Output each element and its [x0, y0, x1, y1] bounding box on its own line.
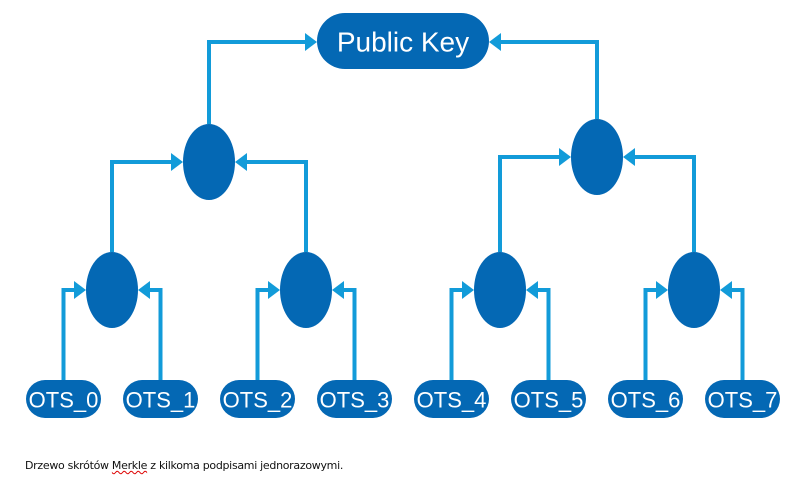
edge-leaf7-arrowhead	[720, 281, 732, 299]
edge-low1-line	[247, 160, 308, 252]
leaf-label: OTS_4	[417, 388, 487, 413]
edge-leaf0-line	[61, 288, 74, 380]
edge-mid0-root-arrowhead	[305, 33, 317, 51]
edge-leaf4-line	[449, 288, 462, 380]
caption-misspelled-word: Merkle	[111, 459, 148, 472]
caption-text-end: z kilkoma podpisami jednorazowymi.	[147, 459, 344, 472]
edge-leaf3-arrowhead	[332, 281, 344, 299]
edge-leaf5-arrowhead	[526, 281, 538, 299]
edge-leaf4-arrowhead	[462, 281, 474, 299]
leaf-label: OTS_0	[29, 388, 99, 413]
edge-leaf3-line	[344, 288, 357, 380]
hash-node-level2-2	[474, 252, 526, 328]
leaf-node-ots-7	[705, 380, 780, 418]
edge-leaf0-arrowhead	[74, 281, 86, 299]
leaf-node-ots-0	[26, 380, 101, 418]
edge-low0-line	[110, 160, 171, 252]
hash-node-level1-1	[571, 119, 623, 195]
edge-leaf6-line	[643, 288, 656, 380]
leaf-node-ots-2	[220, 380, 295, 418]
edge-leaf2-line	[255, 288, 268, 380]
edge-leaf1-arrowhead	[138, 281, 150, 299]
edge-mid0-root-line	[207, 40, 305, 124]
leaf-node-ots-5	[511, 380, 586, 418]
leaf-node-ots-6	[608, 380, 683, 418]
edge-low0-arrowhead	[171, 153, 183, 171]
edge-leaf7-line	[732, 288, 745, 380]
edge-low1-arrowhead	[235, 153, 247, 171]
leaf-label: OTS_6	[611, 388, 681, 413]
root-label: Public Key	[337, 27, 469, 58]
edge-low3-arrowhead	[623, 148, 635, 166]
leaf-label: OTS_7	[708, 388, 778, 413]
leaf-node-ots-3	[317, 380, 392, 418]
caption: Drzewo skrótów Merkle z kilkoma podpisam…	[25, 459, 343, 472]
root-node-public-key	[317, 13, 489, 69]
edge-mid1-root-arrowhead	[489, 33, 501, 51]
edge-mid1-root-line	[501, 40, 599, 119]
edge-low2-arrowhead	[559, 148, 571, 166]
edge-leaf2-arrowhead	[268, 281, 280, 299]
hash-node-level2-3	[668, 252, 720, 328]
hash-node-level2-0	[86, 252, 138, 328]
leaf-label: OTS_5	[514, 388, 584, 413]
edges	[61, 33, 745, 380]
edge-low3-line	[635, 155, 696, 252]
leaf-label: OTS_2	[223, 388, 293, 413]
edge-leaf6-arrowhead	[656, 281, 668, 299]
hash-node-level2-1	[280, 252, 332, 328]
leaf-node-ots-4	[414, 380, 489, 418]
leaf-label: OTS_1	[126, 388, 196, 413]
nodes: Public Key OTS_0 OTS_1 OTS_2 OTS_3 OTS_4 OTS_…	[26, 13, 780, 418]
caption-text-start: Drzewo skrótów	[25, 459, 112, 472]
leaf-label: OTS_3	[320, 388, 390, 413]
edge-leaf1-line	[150, 288, 163, 380]
edge-low2-line	[498, 155, 559, 252]
leaf-node-ots-1	[123, 380, 198, 418]
edge-leaf5-line	[538, 288, 551, 380]
hash-node-level1-0	[183, 124, 235, 200]
